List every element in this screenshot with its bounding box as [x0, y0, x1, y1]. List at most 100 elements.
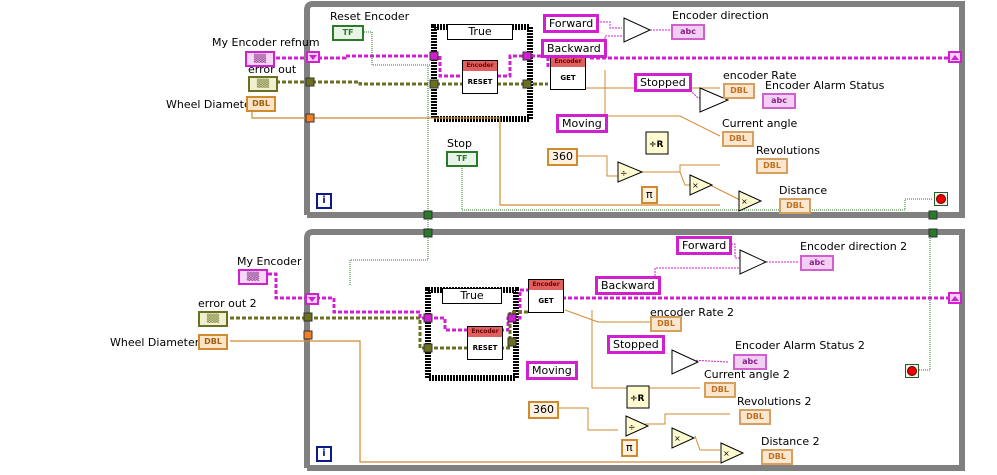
loop2-bwd-wire	[648, 267, 740, 285]
wheel-diameter-label: Wheel Diameter	[166, 98, 256, 111]
subvi-header: Encoder	[551, 57, 585, 67]
alarm-status-indicator: abc	[762, 93, 796, 109]
iteration-terminal-2: i	[316, 446, 332, 462]
subvi-body: RESET	[472, 344, 498, 352]
current-angle-label: Current angle	[722, 117, 798, 130]
quotient-remainder-1: ÷R	[645, 131, 669, 155]
backward-constant-1[interactable]: Backward	[541, 39, 607, 58]
subvi-header: Encoder	[529, 280, 563, 290]
shift-register-down-2	[305, 293, 319, 305]
subvi-body: RESET	[467, 78, 493, 86]
svg-text:÷: ÷	[620, 169, 628, 179]
backward-constant-2[interactable]: Backward	[595, 276, 661, 295]
case-selector-2[interactable]: True	[442, 288, 502, 304]
error-out-label: error out	[248, 63, 297, 76]
degrees-constant-1[interactable]: 360	[547, 148, 578, 166]
tunnel-stop-1b	[423, 228, 433, 238]
current-angle-2-indicator: DBL	[704, 382, 736, 398]
select-function-1	[623, 17, 652, 43]
alarm-status-2-label: Encoder Alarm Status 2	[735, 339, 865, 352]
moving-constant-1[interactable]: Moving	[556, 114, 608, 133]
case-selector-1[interactable]: True	[447, 24, 513, 40]
encoder-refnum-2-control[interactable]: ▒▒	[238, 269, 268, 285]
subvi-header: Encoder	[463, 61, 497, 71]
shift-register-up-1	[948, 51, 962, 63]
loop2-diameter-wire	[230, 340, 720, 463]
stop-control[interactable]: TF	[446, 151, 478, 167]
loop-condition-2[interactable]	[905, 364, 919, 378]
tunnel-stop-1	[423, 210, 433, 220]
alarm-status-2-indicator: abc	[733, 354, 767, 370]
encoder-refnum-control[interactable]: ▒▒	[245, 51, 275, 67]
pi-constant-1[interactable]: π	[641, 186, 658, 204]
encoder-direction-2-label: Encoder direction 2	[800, 240, 908, 253]
reset-encoder-control[interactable]: TF	[332, 25, 364, 41]
select-function-3	[739, 249, 768, 275]
loop1-360-wire	[574, 155, 618, 177]
iteration-terminal-1: i	[316, 193, 332, 209]
wheel-diameter-control[interactable]: DBL	[246, 96, 276, 112]
wheel-diameter-2-label: Wheel Diameter 2	[110, 336, 210, 349]
loop1-error-wire	[276, 80, 548, 86]
tunnel-error-2	[303, 312, 313, 322]
quotient-remainder-2: ÷R	[626, 385, 650, 409]
revolutions-indicator: DBL	[756, 158, 788, 174]
shift-register-up-2	[948, 292, 962, 304]
stopped-constant-1[interactable]: Stopped	[634, 73, 692, 92]
divide-function-2: ÷	[625, 415, 650, 437]
case-tunnel-err-1a	[429, 79, 439, 89]
alarm-status-label: Encoder Alarm Status	[765, 79, 885, 92]
loop-condition-1[interactable]	[934, 192, 948, 206]
while-loop-1-frame	[304, 1, 965, 218]
loop2-angle-wire	[591, 310, 700, 389]
loop2-stop-wire	[918, 232, 931, 371]
loop2-alarm-wire	[689, 359, 729, 363]
loop2-shift-wire	[349, 232, 429, 285]
subvi-header: Encoder	[468, 327, 502, 337]
reset-encoder-label: Reset Encoder	[330, 10, 410, 23]
svg-text:×: ×	[674, 434, 681, 443]
revolutions-2-indicator: DBL	[739, 409, 771, 425]
pi-constant-2[interactable]: π	[621, 439, 638, 457]
svg-text:×: ×	[741, 197, 748, 206]
forward-constant-1[interactable]: Forward	[543, 14, 600, 33]
distance-label: Distance	[779, 184, 828, 197]
encoder-refnum-2-label: My Encoder	[237, 255, 302, 268]
degrees-constant-2[interactable]: 360	[528, 401, 559, 419]
loop1-stop-wire	[461, 164, 932, 211]
loop1-dir-wire	[591, 21, 622, 29]
error-out-2-terminal[interactable]: ▒▒	[198, 311, 228, 327]
case-tunnel-ref-1b	[522, 51, 532, 61]
loop2-error-wire	[230, 310, 528, 350]
svg-text:÷R: ÷R	[630, 394, 645, 404]
encoder-rate-2-label: encoder Rate 2	[650, 306, 735, 319]
tunnel-error-1	[305, 77, 315, 87]
forward-constant-2[interactable]: Forward	[676, 236, 733, 255]
wheel-diameter-2-control[interactable]: DBL	[198, 334, 228, 350]
moving-constant-2[interactable]: Moving	[526, 361, 578, 380]
subvi-body: GET	[560, 74, 576, 82]
multiply-function-1a: ×	[689, 174, 714, 196]
multiply-function-2b: ×	[720, 442, 745, 464]
current-angle-indicator: DBL	[722, 131, 754, 147]
distance-indicator: DBL	[779, 198, 811, 214]
encoder-direction-indicator: abc	[671, 24, 705, 40]
divide-function-1: ÷	[617, 161, 644, 183]
loop2-mult-wire	[694, 435, 720, 451]
distance-2-label: Distance 2	[761, 435, 820, 448]
error-out-2-label: error out 2	[198, 297, 257, 310]
encoder-rate-indicator: DBL	[723, 83, 755, 99]
select-function-2	[699, 87, 730, 113]
error-out-terminal[interactable]: ▒▒	[248, 76, 278, 92]
stopped-constant-2[interactable]: Stopped	[607, 335, 665, 354]
loop2-rate-wire	[564, 309, 650, 323]
revolutions-label: Revolutions	[756, 144, 820, 157]
tunnel-stop-2b	[928, 228, 938, 238]
tunnel-diameter-1	[305, 113, 315, 123]
